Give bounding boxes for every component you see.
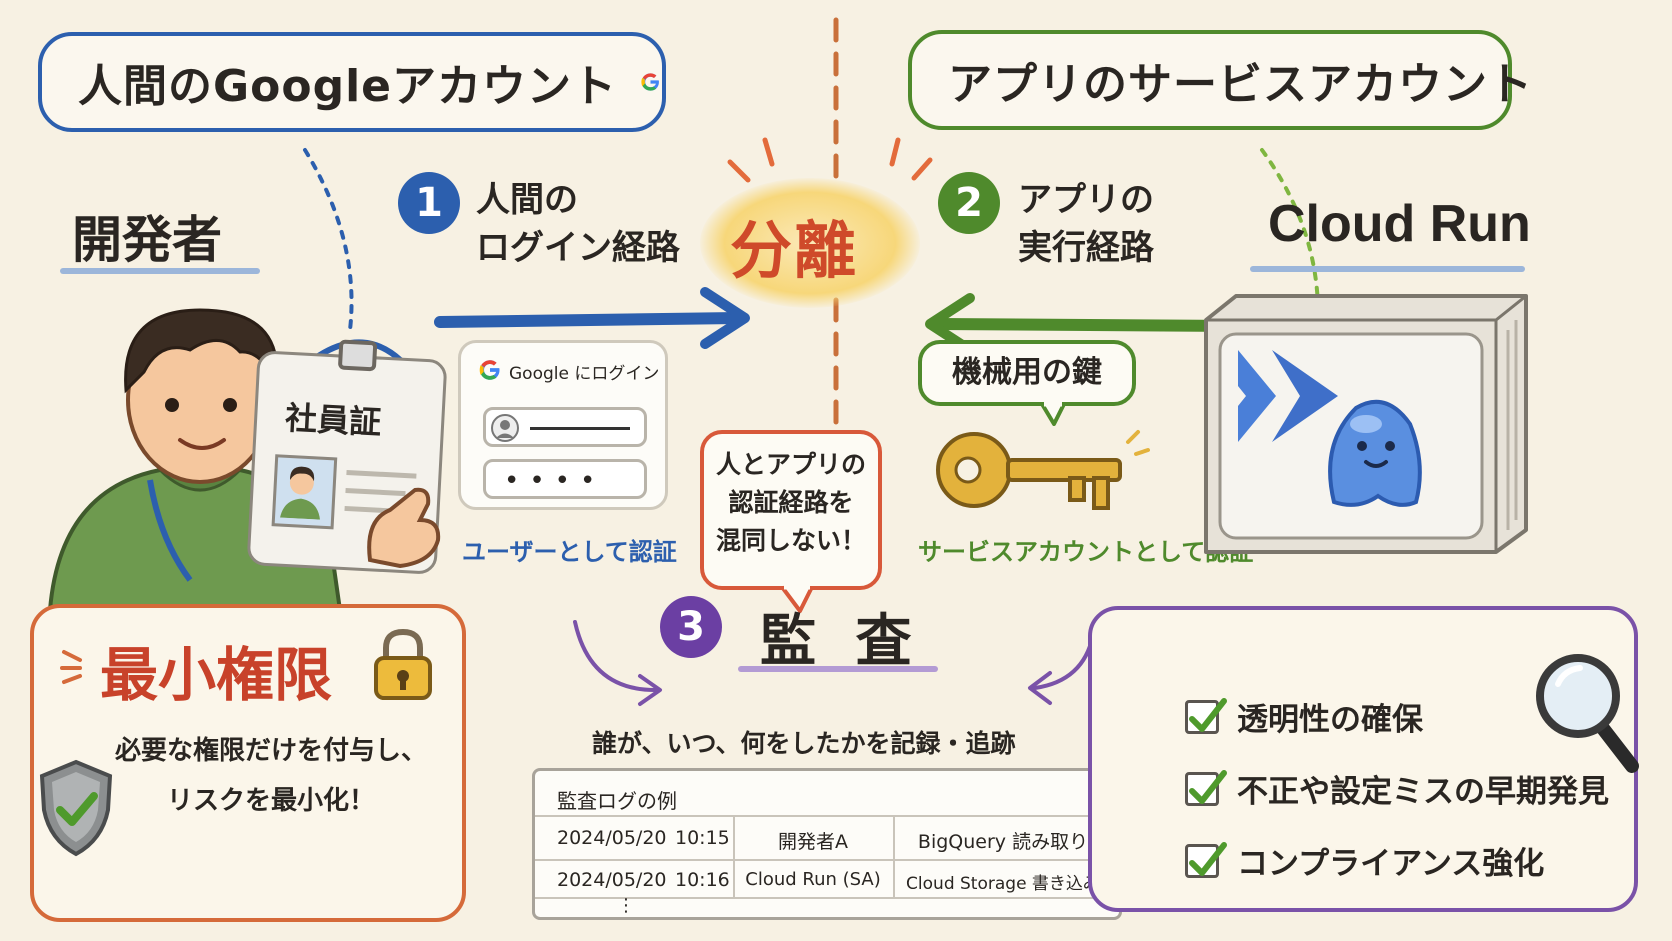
app-account-title: アプリのサービスアカウント	[948, 59, 1533, 110]
audit-underline	[738, 666, 938, 672]
key-icon	[936, 430, 1150, 510]
app-auth-caption: サービスアカウントとして認証	[918, 538, 1254, 566]
warning-bubble: 人とアプリの 認証経路を 混同しない！	[700, 430, 882, 590]
human-account-title: 人間のGoogleアカウント	[78, 61, 617, 112]
log-time: 10:15	[675, 827, 730, 849]
step-1-badge: 1	[398, 172, 460, 234]
table-row: 2024/05/20 10:16 Cloud Run (SA) Cloud St…	[557, 869, 1113, 894]
log-ellipsis: ⋮	[617, 895, 635, 916]
human-account-pill: 人間のGoogleアカウント	[38, 32, 666, 132]
developer-underline	[60, 268, 260, 274]
machine-key-label: 機械用の鍵	[952, 355, 1102, 390]
cloud-run-underline	[1250, 266, 1525, 272]
log-date: 2024/05/20	[557, 827, 667, 849]
log-actor: 開発者A	[778, 831, 848, 853]
password-field[interactable]: ••••	[483, 459, 647, 499]
machine-key-bubble: 機械用の鍵	[918, 340, 1136, 406]
username-field[interactable]	[483, 407, 647, 447]
id-card-photo	[271, 454, 338, 530]
audit-subtitle: 誰が、いつ、何をしたかを記録・追跡	[592, 729, 1016, 758]
google-g-icon	[641, 73, 660, 91]
app-path-arrow	[932, 318, 1246, 332]
warning-bubble-tail	[780, 585, 814, 613]
benefit-label: コンプライアンス強化	[1237, 846, 1545, 882]
checkbox	[1185, 769, 1227, 806]
google-login-title: Google にログイン	[509, 364, 660, 384]
audit-log-title: 監査ログの例	[557, 789, 677, 813]
audit-title: 監 査	[760, 609, 922, 674]
step-3-badge: 3	[660, 596, 722, 658]
cloud-run-title: Cloud Run	[1268, 195, 1531, 253]
step-2-badge: 2	[938, 172, 1000, 234]
warning-text: 人とアプリの 認証経路を 混同しない！	[715, 450, 866, 555]
cloud-run-mascot	[1328, 399, 1422, 507]
benefit-item: コンプライアンス強化	[1185, 838, 1544, 883]
audit-log-table: 監査ログの例 2024/05/20 10:15 開発者A BigQuery 読み…	[532, 768, 1122, 920]
shield-check-icon	[39, 759, 113, 857]
log-date: 2024/05/20	[557, 869, 667, 891]
magnifier-icon	[1536, 654, 1639, 773]
password-dots: ••••	[504, 466, 606, 496]
benefit-item: 透明性の確保	[1185, 694, 1423, 739]
log-action: Cloud Storage 書き込み	[906, 874, 1100, 894]
emphasis-marks	[60, 650, 82, 684]
benefits-panel	[1088, 606, 1638, 912]
benefit-label: 透明性の確保	[1237, 702, 1423, 738]
id-card-clip	[337, 339, 378, 372]
table-row: 2024/05/20 10:15 開発者A BigQuery 読み取り	[557, 827, 1113, 854]
separation-glow	[700, 178, 920, 308]
padlock-icon	[374, 628, 432, 700]
employee-id-card: 社員証	[246, 339, 448, 575]
least-privilege-desc: 必要な権限だけを付与し、 リスクを最小化！	[114, 736, 427, 816]
checkbox	[1185, 841, 1227, 878]
least-privilege-panel: 最小権限 必要な権限だけを付与し、 リスクを最小化！	[30, 604, 466, 922]
log-actor: Cloud Run (SA)	[745, 869, 881, 890]
machine-key-bubble-tail	[1040, 402, 1066, 426]
checkbox	[1185, 697, 1227, 734]
app-path-label: アプリの 実行経路	[1018, 180, 1154, 268]
hand-illustration	[367, 487, 441, 569]
user-icon	[491, 414, 519, 442]
human-path-arrow	[434, 312, 744, 328]
developer-role: 開発者	[72, 211, 222, 269]
app-account-pill: アプリのサービスアカウント	[908, 30, 1532, 130]
least-privilege-title: 最小権限	[100, 641, 333, 709]
separation-title: 分離	[730, 214, 859, 287]
id-card-title: 社員証	[284, 398, 383, 442]
cloud-run-logo-icon	[1238, 350, 1338, 442]
log-action: BigQuery 読み取り	[917, 831, 1089, 853]
google-g-icon-small	[479, 360, 501, 380]
benefit-item: 不正や設定ミスの早期発見	[1185, 766, 1609, 811]
google-login-card: Google にログイン ••••	[458, 340, 668, 510]
human-path-label: 人間の ログイン経路	[476, 180, 680, 268]
log-time: 10:16	[675, 869, 730, 891]
benefit-label: 不正や設定ミスの早期発見	[1237, 774, 1609, 810]
human-auth-caption: ユーザーとして認証	[462, 538, 677, 566]
